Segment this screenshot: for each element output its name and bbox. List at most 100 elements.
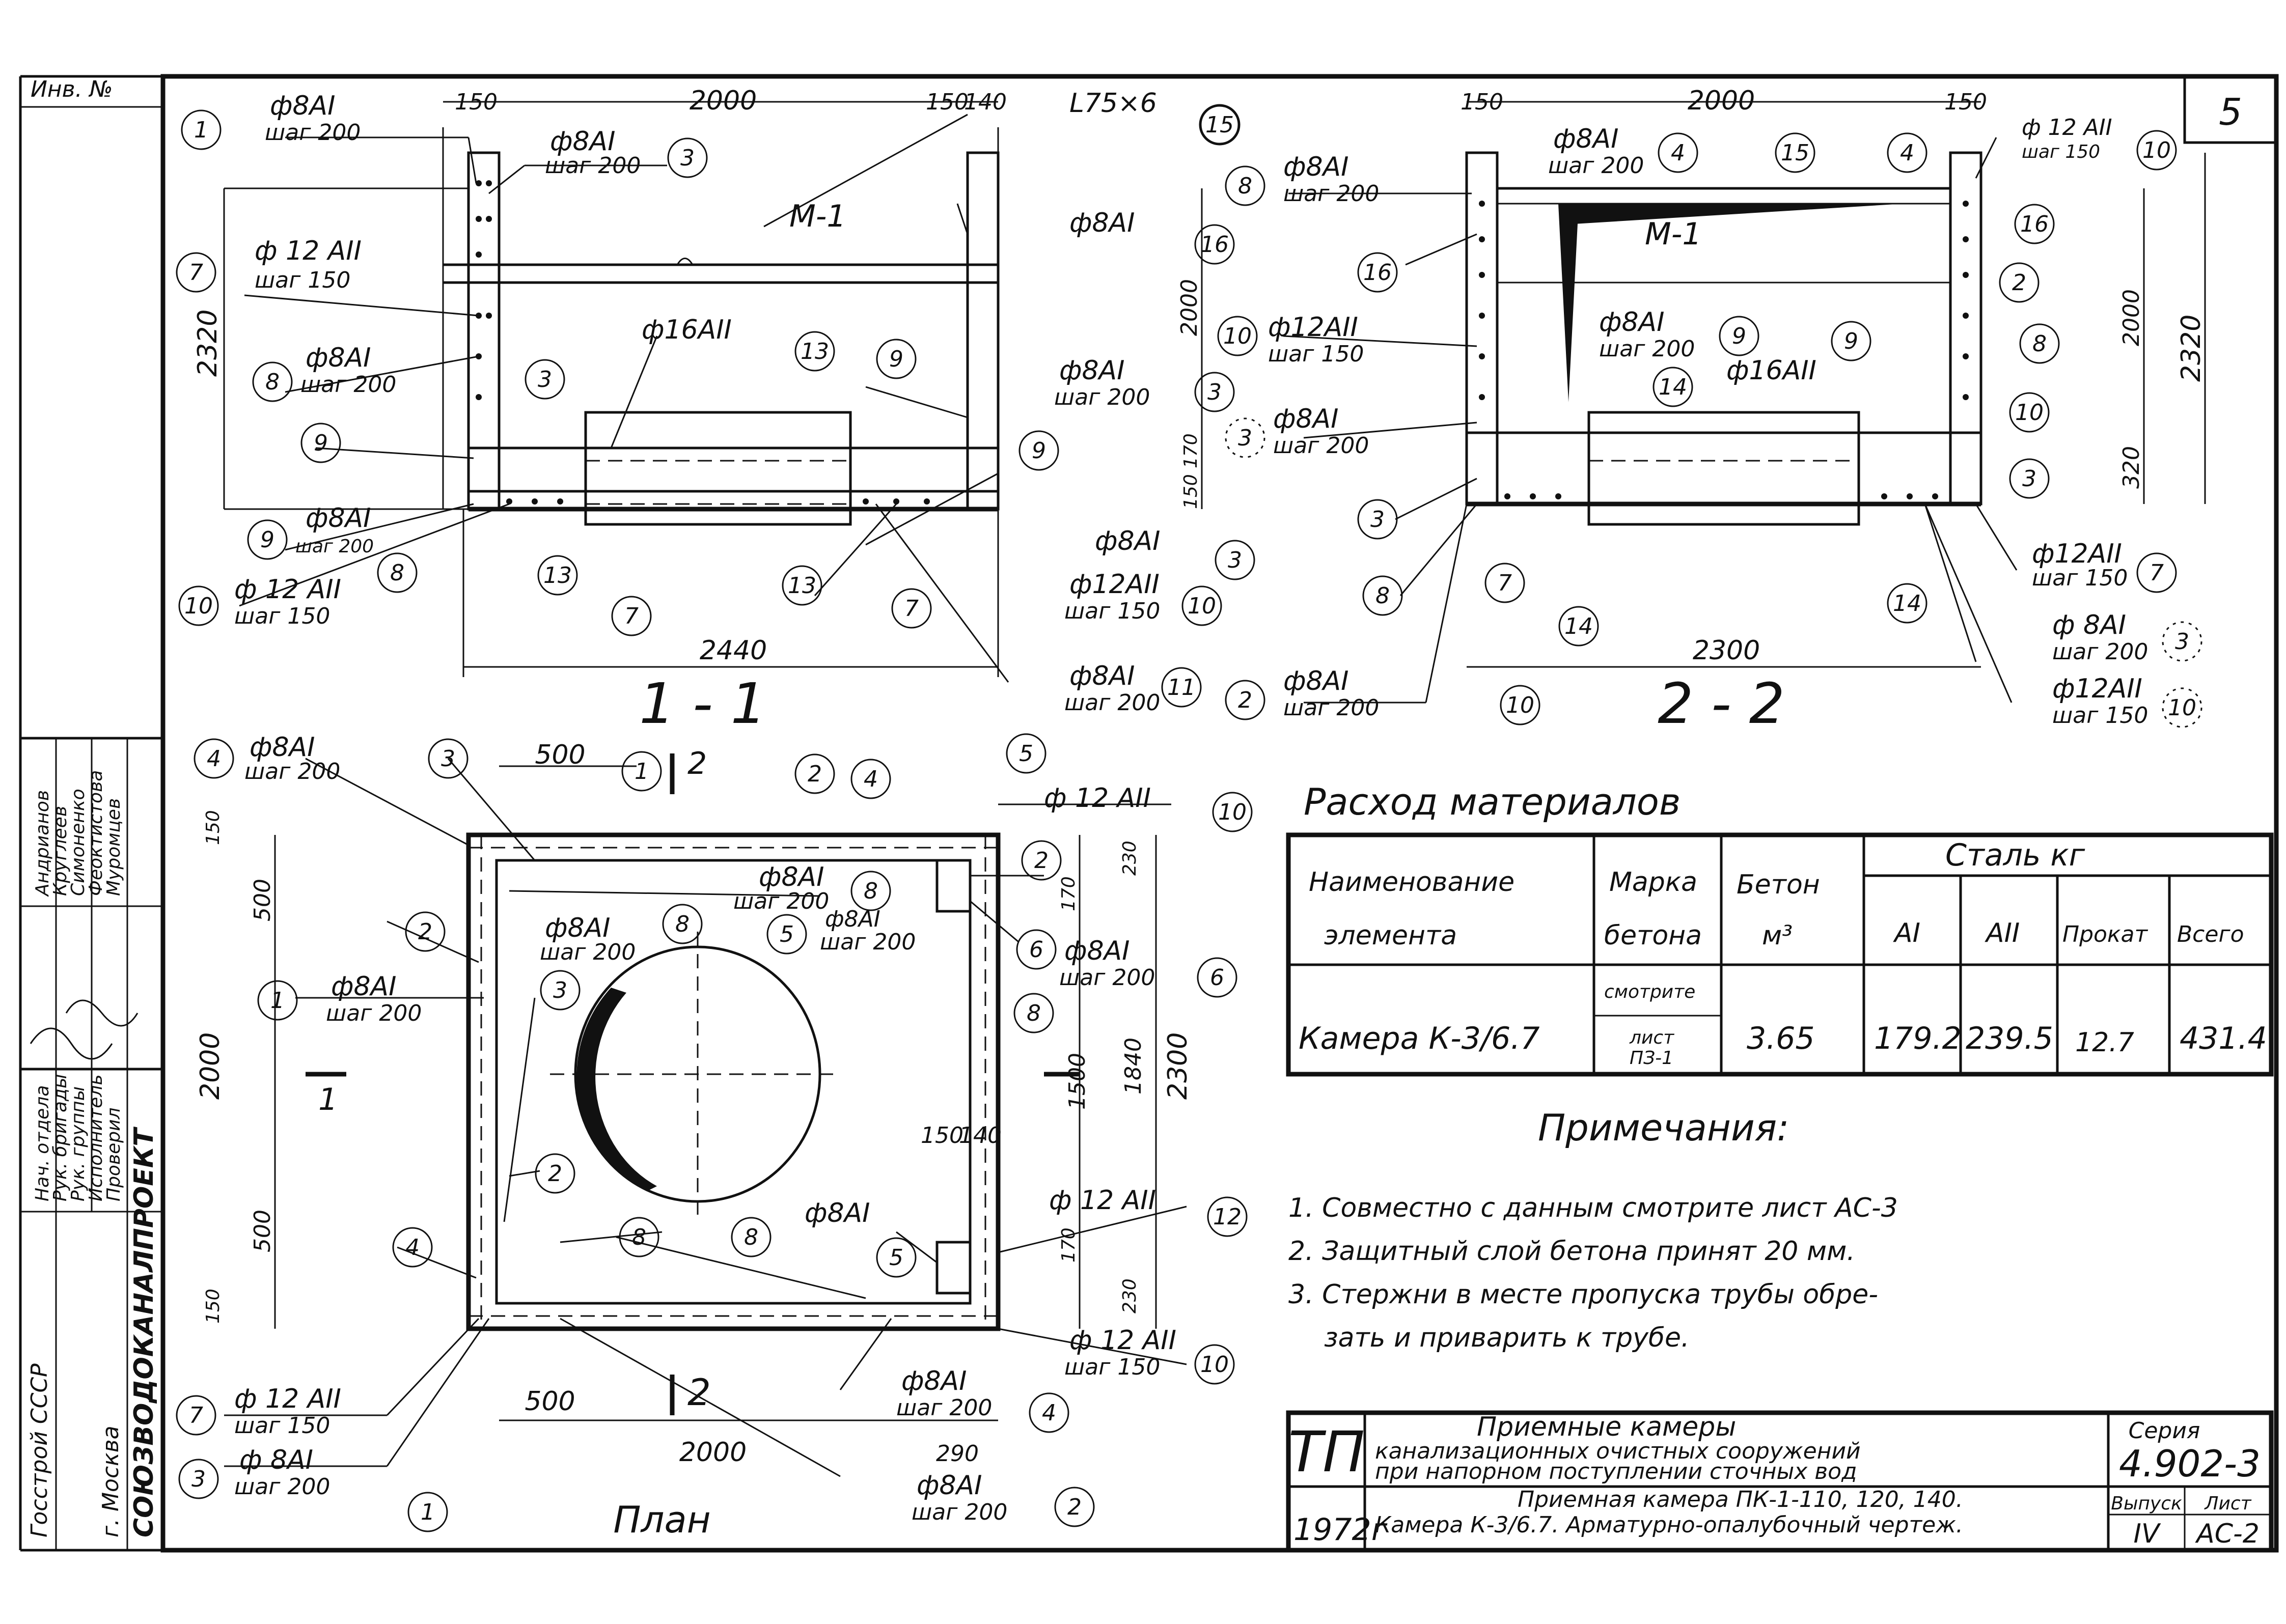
s1-label-r11b: шаг 200 [1064, 690, 1160, 716]
s1-mark-9c: 9 [1032, 438, 1046, 464]
plan-label-4b: шаг 200 [244, 759, 340, 785]
s2-label-16: ф16АII [1726, 355, 1816, 386]
inv-no-label: Инв. № [31, 76, 113, 102]
plan-label-1a: ф8АI [331, 971, 396, 1002]
s1-mark-3b: 3 [538, 367, 552, 393]
mt-h-aii: АII [1985, 918, 2020, 948]
s1-label-8b: шаг 200 [300, 372, 396, 398]
plan-mark-4b: 4 [864, 766, 878, 792]
s2-label-10b: шаг 150 [1268, 341, 1364, 367]
s1-label-10b: шаг 150 [234, 603, 330, 629]
stamp-name-4: Феоктистова [86, 770, 106, 896]
signature-2 [65, 999, 139, 1027]
mt-row-element: Камера К-3/6.7 [1299, 1021, 1540, 1056]
plan-mark-8e: 8 [744, 1224, 758, 1250]
mt-h-grade-2: бетона [1604, 920, 1702, 951]
s1-bubbles: 1 3 15 16 7 8 3 9 13 9 3 9 9 8 13 10 7 1… [176, 104, 1255, 708]
plan-dim-500c: 500 [250, 1210, 276, 1252]
s1-label-r10b: шаг 150 [1064, 598, 1160, 624]
s1-dim-150b: 150 [926, 89, 969, 115]
s2-dim-320: 320 [2118, 446, 2144, 489]
s2-mark-10b: 10 [1223, 323, 1252, 349]
plan-dim-150: 150 [203, 810, 224, 845]
plan-dim-150c: 150 [921, 1123, 963, 1149]
s2-mark-15: 15 [1781, 140, 1809, 166]
plan-dim-2000h: 2000 [679, 1437, 747, 1468]
tb-issue-label: Выпуск [2111, 1493, 2182, 1514]
s1-label-7a: ф 12 АII [255, 236, 362, 266]
s1-mark-7b: 7 [624, 603, 639, 629]
s2-label-10a: ф12АII [1268, 312, 1358, 343]
org-name: СОЮЗВОДОКАНАЛПРОЕКТ [129, 1127, 159, 1537]
section-2-2: 150 2000 150 2000 2320 320 2300 2 - 2 8 … [1217, 86, 2207, 736]
s1-label-7b: шаг 150 [255, 267, 350, 293]
s2-dim-150a: 150 [1461, 89, 1503, 115]
tb-issue: IV [2134, 1519, 2161, 1549]
plan-mark-4a: 4 [207, 746, 221, 772]
s1-mark-10a: 10 [184, 593, 213, 619]
s1-label-1a: ф8АI [270, 91, 335, 121]
s2-label-m1: М-1 [1645, 216, 1702, 252]
s1-mark-8b: 8 [390, 560, 404, 586]
s2-label-r10d: шаг 150 [2052, 703, 2148, 729]
stamp-name-1: Андрианов [32, 790, 53, 897]
s1-mark-3d: 3 [1228, 547, 1242, 573]
s1-label-r3c: ф8АI [1095, 526, 1160, 556]
plan-mark-2c: 2 [418, 919, 432, 945]
tb-title-1: Приемные камеры [1477, 1412, 1736, 1442]
mt-h-name-1: Наименование [1309, 867, 1514, 898]
mt-row-grade-1: смотрите [1604, 982, 1695, 1002]
plan-mark-2e: 2 [1067, 1494, 1082, 1520]
plan-label-b4b: шаг 200 [896, 1395, 992, 1421]
stamp-role-1: Нач. отдела [32, 1085, 53, 1201]
s1-mark-7c: 7 [904, 596, 919, 622]
stamp-name-3: Симоненко [68, 789, 89, 896]
plan-label-3b: шаг 200 [234, 1474, 330, 1500]
s1-mark-10b: 10 [1188, 593, 1216, 619]
s1-mark-13c: 13 [788, 573, 816, 599]
s2-label-r7b: шаг 150 [2032, 565, 2128, 591]
plan-label-b2b: шаг 200 [912, 1499, 1007, 1525]
plan-cut-2-top: 2 [687, 746, 707, 781]
mt-h-ai: АI [1893, 918, 1920, 948]
s1-label-angle: L75×6 [1069, 88, 1157, 119]
note-2: 2. Защитный слой бетона принят 20 мм. [1288, 1236, 1855, 1267]
note-3-cont: зать и приварить к трубе. [1324, 1323, 1690, 1353]
s1-dim-150v: 150 [1180, 474, 1201, 509]
plan-mark-1b: 1 [270, 988, 285, 1014]
stamp-role-3: Рук. группы [68, 1086, 89, 1201]
s1-dim-150a: 150 [455, 89, 498, 115]
plan-dim-1500: 1500 [1064, 1053, 1090, 1110]
s2-dim-2000: 2000 [1688, 86, 1755, 116]
plan-label-7b: шаг 150 [234, 1413, 330, 1439]
s2-label-r10a: ф 12 АII [2022, 115, 2112, 141]
plan-mark-1c: 1 [421, 1499, 435, 1525]
s2-mark-8a: 8 [1238, 173, 1252, 199]
s1-label-3b: шаг 200 [545, 153, 641, 179]
plan-label-m8b: шаг 200 [733, 888, 829, 914]
plan-dim-2000v: 2000 [195, 1032, 226, 1100]
plan-mark-3a: 3 [441, 746, 455, 772]
stamp-name-5: Муромцев [103, 798, 124, 896]
s2-dim-2320: 2320 [2176, 315, 2207, 382]
s2-mark-2b: 2 [1238, 687, 1252, 713]
plan-mark-7: 7 [189, 1403, 203, 1429]
mt-h-concrete-2: м³ [1762, 920, 1793, 951]
s2-embedded-part-leg [1558, 204, 1579, 402]
mt-row-total: 431.4 [2180, 1021, 2267, 1056]
s2-label-4: ф8АI [1553, 124, 1618, 154]
s2-label-8a: ф8АI [1283, 152, 1348, 182]
mt-h-steel: Сталь кг [1945, 837, 2085, 873]
s1-mark-13b: 13 [543, 563, 572, 589]
title-block: ТП 1972г Приемные камеры канализационных… [1286, 1410, 2274, 1553]
s2-embedded-part-m1 [1558, 204, 1905, 224]
plan-pipe-wall [576, 988, 657, 1191]
mt-h-concrete-1: Бетон [1737, 870, 1820, 900]
plan-label-m8a: ф8АI [759, 862, 824, 892]
plan-dim-150b: 150 [203, 1289, 224, 1324]
s2-label-r7a: ф12АII [2032, 539, 2122, 569]
plan-mark-5b: 5 [780, 921, 794, 947]
notes-title: Примечания: [1538, 1106, 1789, 1149]
s1-dim-170: 170 [1180, 433, 1201, 468]
s1-dim-2000v: 2000 [1176, 279, 1202, 336]
